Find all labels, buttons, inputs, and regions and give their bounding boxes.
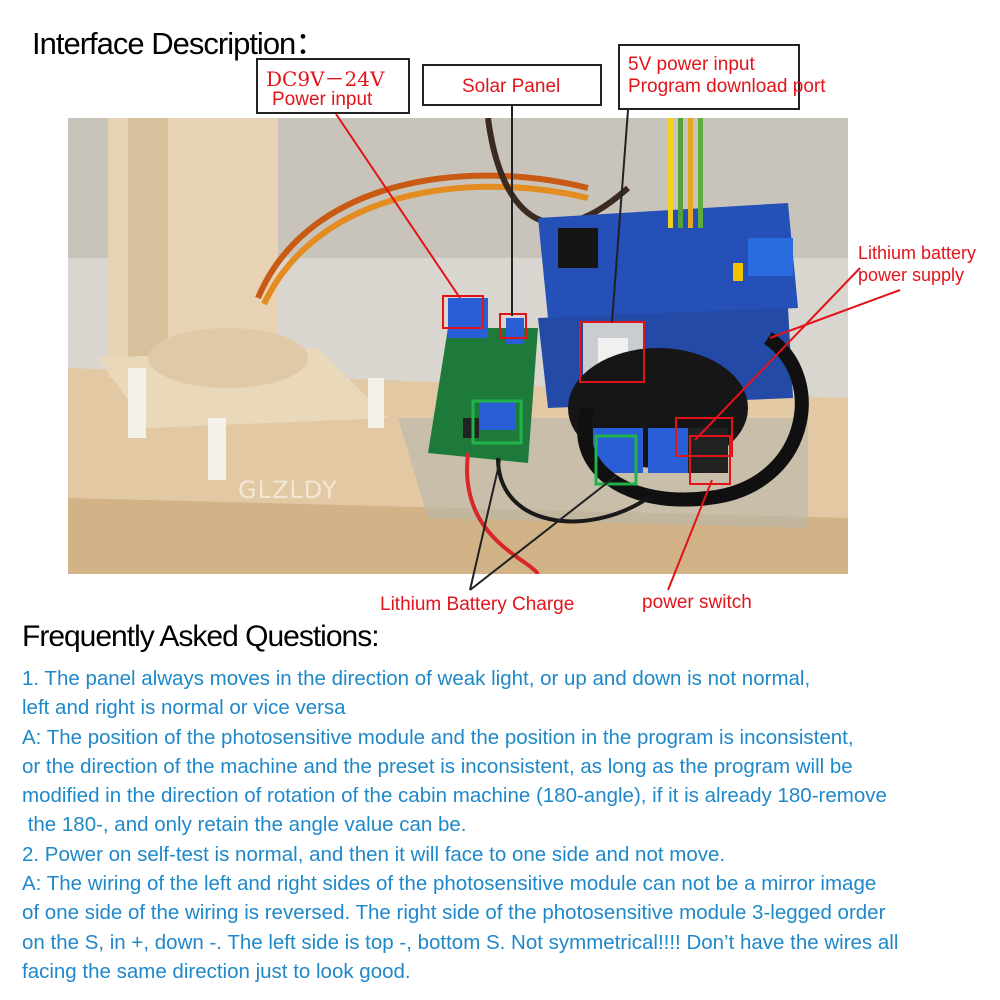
faq-line: 2. Power on self-test is normal, and the… [22,842,726,866]
lithium-supply-label-line1: Lithium battery [858,243,977,263]
faq-line: left and right is normal or vice versa [22,696,346,720]
product-photo [68,118,848,574]
faq-line: 1. The panel always moves in the directi… [22,667,811,690]
faq-line: or the direction of the machine and the … [22,754,853,778]
power-input-text: Power input [272,89,373,110]
lithium-supply-label-line2: power supply [858,265,965,285]
faq-line: A: The wiring of the left and right side… [22,872,877,896]
faq-line: modified in the direction of rotation of… [22,784,887,808]
solar-panel-text: Solar Panel [462,76,561,97]
dc-power-input-label: DC9V－24V Power input [256,58,410,114]
faq-line: A: The position of the photosensitive mo… [22,725,854,749]
faq-line: of one side of the wiring is reversed. T… [22,901,886,925]
usb-port-label: 5V power input Program download port [618,44,826,110]
solar-panel-label: Solar Panel [422,64,602,106]
usb-power-text: 5V power input [628,54,755,75]
faq-line: on the S, in +, down -. The left side is… [22,930,899,954]
faq-line: facing the same direction just to look g… [22,959,411,983]
lithium-charge-label: Lithium Battery Charge [380,594,575,615]
faq-title: Frequently Asked Questions: [22,620,380,653]
watermark: GLZLDY [238,476,338,504]
page-title: Interface Description： [32,26,326,61]
dc-voltage-text: DC9V－24V [266,67,385,91]
power-switch-label: power switch [642,592,752,613]
faq-line: the 180-, and only retain the angle valu… [22,813,467,837]
faq-body: 1. The panel always moves in the directi… [22,664,982,986]
download-port-text: Program download port [628,76,826,97]
